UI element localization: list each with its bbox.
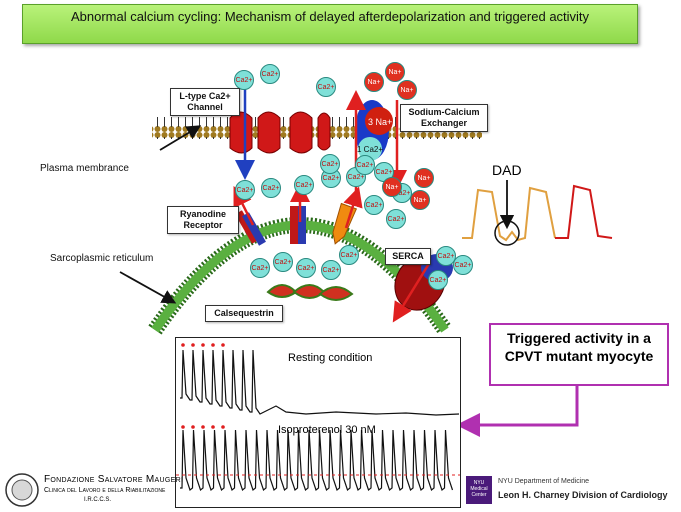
dad-traces: [462, 184, 613, 242]
ca-ion: Ca2+: [453, 255, 473, 275]
ltype-label: L-type Ca2+ Channel: [170, 88, 240, 116]
maugeri-seal-icon: [5, 473, 39, 507]
ryr-release-arrow-3: [343, 186, 363, 229]
resting-label: Resting condition: [288, 352, 373, 364]
ca-ion: Ca2+: [321, 260, 341, 280]
serca-label: SERCA: [385, 248, 431, 265]
ca-ion: Ca2+: [428, 270, 448, 290]
membrane-pointer: [159, 125, 202, 151]
ca-ion: Ca2+: [339, 245, 359, 265]
na-ion: Na+: [364, 72, 384, 92]
maugeri-logo: Fondazione Salvatore Maugeri Clinica del…: [4, 470, 184, 510]
calsequestrin-label: Calsequestrin: [205, 305, 283, 322]
na-ion: Na+: [382, 177, 402, 197]
ca-ion: Ca2+: [294, 175, 314, 195]
maugeri-sub2: I.R.C.C.S.: [84, 497, 112, 503]
stim-marker: [211, 343, 215, 347]
ca-ion: Ca2+: [235, 180, 255, 200]
nyu-logo: NYU Medical Center NYU Department of Med…: [466, 474, 681, 510]
ncx-3na-text: 3 Na+: [368, 117, 393, 127]
maugeri-name: Fondazione Salvatore Maugeri: [44, 474, 184, 485]
nyu-division: Leon H. Charney Division of Cardiology: [498, 490, 668, 500]
resting-trace: [180, 349, 460, 416]
maugeri-sub: Clinica del Lavoro e della Riabilitazion…: [44, 487, 166, 494]
stim-marker: [181, 425, 185, 429]
nyu-logo-icon: NYU Medical Center: [466, 476, 492, 504]
serca-uptake-arrow: [392, 261, 432, 323]
stim-marker: [201, 425, 205, 429]
ryr-release-arrow-1: [233, 186, 255, 226]
triggered-activity-box: Triggered activity in a CPVT mutant myoc…: [489, 323, 669, 386]
stim-marker: [221, 343, 225, 347]
sr-pointer: [119, 271, 177, 304]
sr-label: Sarcoplasmic reticulum: [50, 253, 154, 264]
membrane-label: Plasma membrance: [40, 163, 129, 174]
ca-ion: Ca2+: [296, 258, 316, 278]
ca-ion: Ca2+: [273, 252, 293, 272]
stim-marker: [181, 343, 185, 347]
triggered-activity-label: Triggered activity in a CPVT mutant myoc…: [504, 330, 654, 364]
ca-ion: Ca2+: [316, 77, 336, 97]
ca-ion: Ca2+: [320, 154, 340, 174]
ca-ion: Ca2+: [250, 258, 270, 278]
na-ion: Na+: [410, 190, 430, 210]
ryr-label: Ryanodine Receptor: [167, 206, 239, 234]
ca-ion: Ca2+: [364, 195, 384, 215]
title-banner: Abnormal calcium cycling: Mechanism of d…: [22, 4, 638, 44]
nyu-dept: NYU Department of Medicine: [498, 478, 590, 485]
ncx-label: Sodium-Calcium Exchanger: [400, 104, 488, 132]
ca-ion: Ca2+: [436, 246, 456, 266]
ca-ion: Ca2+: [261, 178, 281, 198]
ca-ion: Ca2+: [234, 70, 254, 90]
trace-recording: Resting condition Isoproterenol 30 nM: [175, 337, 461, 508]
iso-label: Isoproterenol 30 nM: [278, 424, 376, 436]
dad-label: DAD: [492, 162, 522, 178]
ca-ion: Ca2+: [386, 209, 406, 229]
trace-svg: [176, 343, 460, 492]
na-ion: Na+: [397, 80, 417, 100]
na-ion: Na+: [414, 168, 434, 188]
iso-trace: [180, 429, 454, 492]
na-ion: Na+: [385, 62, 405, 82]
stim-marker: [191, 343, 195, 347]
stim-marker: [211, 425, 215, 429]
dad-circle: [494, 220, 520, 246]
ca-ion: Ca2+: [260, 64, 280, 84]
triggered-arrow: [456, 386, 579, 437]
stim-marker: [221, 425, 225, 429]
stim-marker: [201, 343, 205, 347]
ca-ion: Ca2+: [355, 155, 375, 175]
ncx-1ca-text: 1 Ca2+: [357, 145, 384, 154]
calsequestrin: [266, 284, 354, 301]
stim-marker: [191, 425, 195, 429]
page-title: Abnormal calcium cycling: Mechanism of d…: [70, 9, 590, 24]
